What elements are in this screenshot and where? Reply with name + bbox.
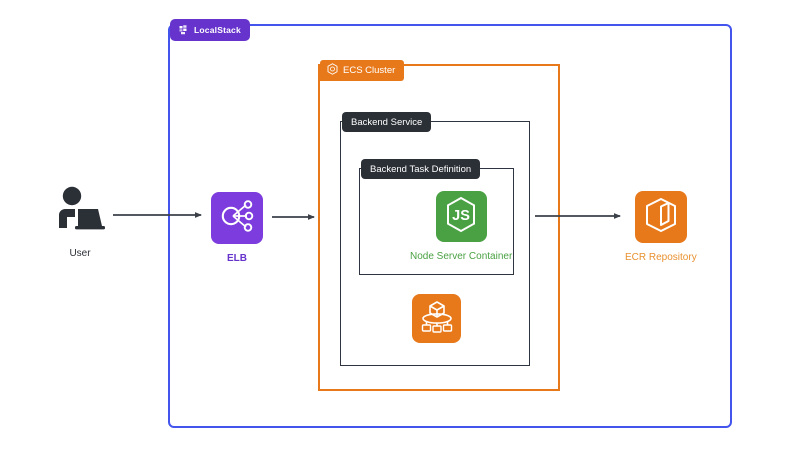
svg-text:JS: JS: [452, 208, 470, 224]
node-ecs-task[interactable]: [412, 294, 461, 352]
nodejs-js-hexagon-icon: JS: [444, 196, 478, 238]
elastic-load-balancer-icon: [219, 199, 255, 238]
node-server-tile: JS: [435, 191, 487, 242]
ecs-cluster-badge: ECS Cluster: [320, 60, 405, 81]
node-elb[interactable]: ELB: [211, 192, 263, 264]
backend-service-badge: Backend Service: [342, 112, 432, 132]
localstack-boundary: [168, 24, 732, 428]
localstack-badge-label: LocalStack: [194, 25, 241, 35]
ecs-container-orchestration-icon: [419, 299, 455, 338]
ecs-cluster-label: ECS Cluster: [343, 65, 396, 76]
localstack-logo-icon: [177, 24, 189, 36]
elb-label: ELB: [227, 253, 247, 264]
ecs-cluster-hexagon-icon: [327, 62, 338, 80]
user-label: User: [69, 248, 91, 259]
backend-service-label: Backend Service: [351, 116, 423, 128]
ecs-cluster-boundary: [318, 64, 560, 391]
node-user[interactable]: User: [53, 186, 107, 259]
node-node-server-container[interactable]: JS Node Server Container: [410, 191, 512, 262]
user-at-laptop-icon: [53, 186, 107, 237]
localstack-badge: LocalStack: [170, 19, 250, 41]
ecr-repository-label: ECR Repository: [625, 252, 697, 263]
backend-task-definition-label: Backend Task Definition: [370, 163, 472, 175]
backend-task-definition-badge: Backend Task Definition: [361, 159, 481, 179]
node-ecr-repository[interactable]: ECR Repository: [625, 191, 697, 263]
ecr-container-registry-icon: [643, 196, 679, 239]
ecr-tile: [634, 191, 687, 243]
node-server-container-label: Node Server Container: [410, 251, 513, 262]
ecs-task-tile: [412, 294, 461, 343]
elb-tile: [211, 192, 263, 244]
backend-service-boundary: [340, 121, 530, 366]
